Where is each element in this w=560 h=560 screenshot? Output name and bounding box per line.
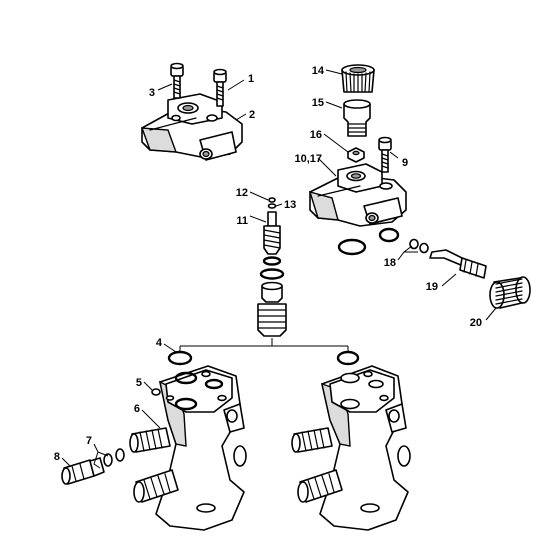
pump-head-variant <box>291 350 411 531</box>
seals-part-7 <box>103 448 125 467</box>
screw-part-1 <box>213 68 227 107</box>
callout-1: 1 <box>248 73 254 85</box>
callout-2: 2 <box>249 109 255 121</box>
shaft-part-19 <box>429 249 487 279</box>
callout-labels: 1 2 3 4 5 6 7 8 9 10,17 11 12 13 14 15 1… <box>54 65 482 463</box>
callout-6: 6 <box>134 403 140 415</box>
filter-cap-part-14 <box>341 64 375 93</box>
callout-16: 16 <box>310 129 322 141</box>
callout-13: 13 <box>284 199 296 211</box>
callout-3: 3 <box>149 87 155 99</box>
callout-15: 15 <box>312 97 324 109</box>
o-rings-part-18 <box>409 238 429 254</box>
o-rings-center <box>259 256 285 280</box>
leader-lines <box>61 69 497 469</box>
callout-11: 11 <box>236 215 248 227</box>
callout-19: 19 <box>426 281 438 293</box>
o-ring-part-5 <box>151 388 161 396</box>
filter-insert-part-15 <box>343 99 371 137</box>
callout-5: 5 <box>136 377 142 389</box>
screw-part-3 <box>170 62 184 99</box>
callout-12: 12 <box>236 187 248 199</box>
callout-9: 9 <box>402 157 408 169</box>
plug-part-8 <box>61 457 105 485</box>
callout-4: 4 <box>156 337 163 349</box>
callout-7: 7 <box>86 435 92 447</box>
valve-piston-part-11 <box>263 211 281 255</box>
callout-8: 8 <box>54 451 60 463</box>
pump-head-part-6 <box>129 350 247 531</box>
valve-body-part-10-17 <box>308 163 407 227</box>
screw-part-9 <box>378 136 392 173</box>
callout-18: 18 <box>384 257 396 269</box>
assembly-bracket <box>179 338 349 352</box>
callout-10-17: 10,17 <box>294 153 322 165</box>
o-rings-under-part-10 <box>337 227 400 256</box>
nut-part-16 <box>347 147 365 163</box>
gear-part-20 <box>489 276 531 309</box>
callout-20: 20 <box>470 317 482 329</box>
valve-body-part-2 <box>140 93 243 161</box>
valve-cartridge <box>257 281 287 337</box>
callout-14: 14 <box>312 65 325 77</box>
spring-part-12-13 <box>267 197 277 209</box>
